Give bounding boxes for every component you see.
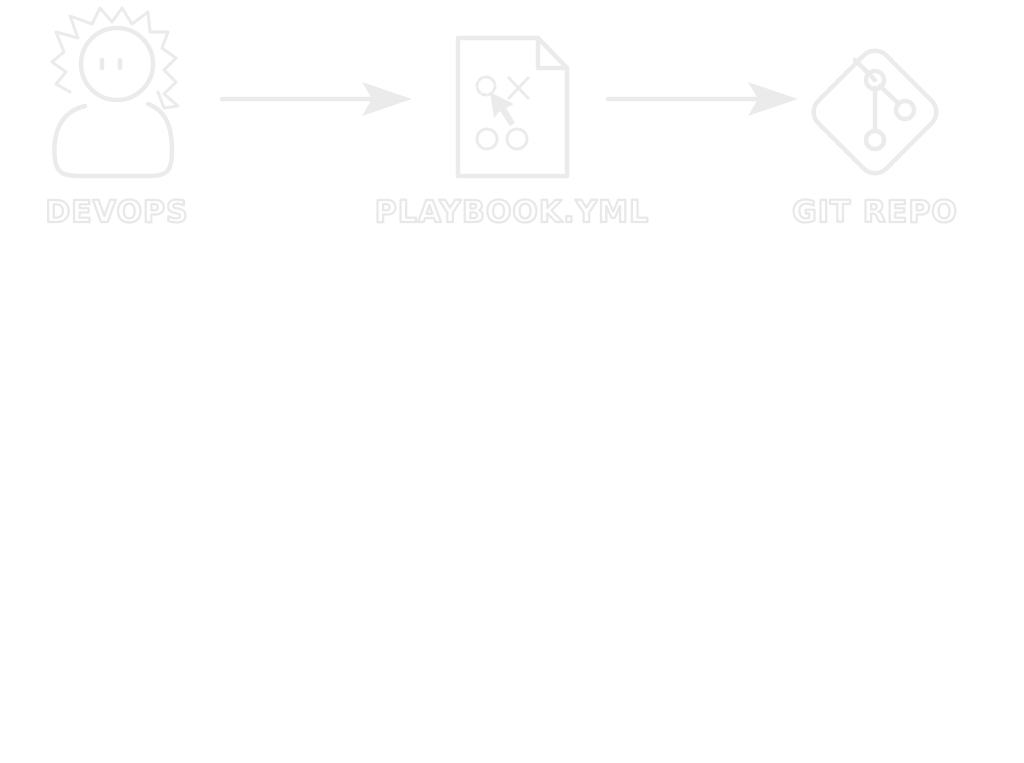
playbook-file-icon (455, 35, 570, 179)
node-label-git-repo: GIT REPO (792, 195, 958, 230)
edge-devops-to-playbook (219, 82, 412, 116)
node-label-playbook: PLAYBOOK.YML (375, 195, 649, 230)
git-icon (811, 48, 939, 176)
person-icon (50, 6, 180, 179)
node-label-devops: DEVOPS (45, 195, 188, 230)
edge-playbook-to-git (605, 82, 798, 116)
